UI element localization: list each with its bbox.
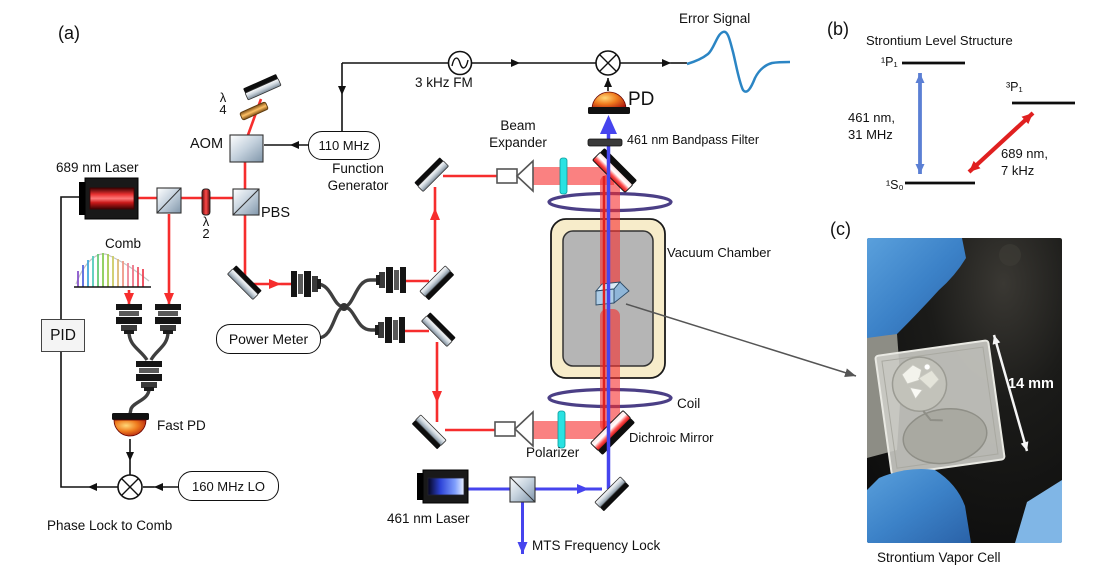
blue-arrowhead-pd	[600, 115, 617, 134]
mts-label: MTS Frequency Lock	[532, 538, 661, 553]
pbs-cube	[232, 188, 260, 216]
signal-wires	[60, 59, 687, 491]
pbs-label: PBS	[261, 205, 291, 221]
laser-689-label: 689 nm Laser	[56, 160, 139, 175]
lambda-half-top: λ	[202, 214, 210, 229]
mirror-bottom-fold	[412, 414, 447, 449]
fiber-coupler-pickoff	[155, 304, 181, 334]
half-waveplate-label: λ 2	[197, 214, 215, 241]
lo-oval: 160 MHz LO	[178, 471, 279, 501]
polarizer-icon	[557, 410, 566, 449]
beamsplitter-689	[156, 187, 182, 214]
laser-461-label: 461 nm Laser	[387, 511, 470, 526]
lambda-half-bottom: 2	[202, 226, 210, 241]
level-1s0-label: ¹S₀	[886, 178, 904, 192]
measure-arrow	[992, 334, 1029, 452]
fg-line2: Generator	[327, 177, 389, 193]
fm-label: 3 kHz FM	[415, 75, 473, 90]
blue-transition-label: 461 nm, 31 MHz	[848, 110, 895, 143]
aom-label: AOM	[190, 136, 224, 152]
beam-expander-top	[496, 159, 534, 193]
beam-expander-line1: Beam	[500, 118, 536, 133]
dichroic-label: Dichroic Mirror	[629, 430, 714, 445]
glove-bottom	[867, 469, 971, 543]
blue-transition-line2: 31 MHz	[848, 126, 893, 142]
glove-bottom-right	[1015, 480, 1062, 543]
red-transition-line2: 7 kHz	[1001, 162, 1035, 178]
pid-box: PID	[41, 319, 85, 352]
fast-pd-icon	[112, 413, 149, 437]
mirror-461-fold	[594, 476, 629, 511]
phase-lock-mixer-icon	[117, 474, 143, 500]
function-generator-label: Function Generator	[320, 161, 396, 194]
bandpass-filter-icon	[587, 138, 623, 147]
fiber-coupler-out-bottom	[375, 317, 405, 343]
photo-reflection	[999, 244, 1021, 266]
level-1p1-label: ¹P₁	[881, 55, 898, 69]
fiber-coupler-comb	[116, 304, 142, 334]
comb-spectrum	[74, 253, 151, 288]
mirror-pickoff	[227, 265, 262, 300]
beam-expander-line2: Expander	[489, 134, 547, 150]
fast-pd-label: Fast PD	[157, 418, 206, 433]
strontium-chunks	[901, 363, 940, 400]
glove-top	[867, 238, 966, 340]
level-structure-title: Strontium Level Structure	[866, 33, 1013, 48]
fiber-combiner	[136, 361, 162, 391]
dimension-label: 14 mm	[1008, 376, 1054, 392]
error-signal-curve	[686, 30, 791, 93]
red-transition-line1: 689 nm,	[1001, 146, 1048, 161]
pd-icon	[588, 91, 630, 114]
fg-line1: Function	[332, 161, 384, 176]
coil-label: Coil	[677, 396, 701, 411]
bandpass-label: 461 nm Bandpass Filter	[627, 133, 760, 147]
phase-lock-label: Phase Lock to Comb	[47, 518, 173, 533]
fiber-coupler-input	[291, 271, 321, 297]
vapor-cell-photo	[867, 238, 1062, 543]
function-generator-oval: 110 MHz	[308, 131, 380, 160]
fiber-splitter-knot	[340, 303, 348, 311]
beam-expander-label: Beam Expander	[480, 118, 556, 151]
blue-transition-line1: 461 nm,	[848, 110, 895, 125]
cell-pointer-arrow	[625, 303, 857, 378]
level-diagram	[902, 61, 1075, 185]
photo-caption: Strontium Vapor Cell	[877, 550, 1001, 565]
red-transition-label: 689 nm, 7 kHz	[1001, 146, 1048, 179]
power-meter-oval: Power Meter	[216, 324, 321, 354]
waveplate-top-icon	[559, 157, 568, 195]
lambda-quarter-top: λ	[219, 90, 227, 105]
fiber-coupler-out-top	[376, 267, 406, 293]
laser-689-icon	[79, 177, 139, 220]
pd-label: PD	[628, 89, 655, 110]
red-transition-arrow	[967, 111, 1035, 174]
beam-expander-bottom	[494, 410, 534, 448]
laser-461-icon	[417, 469, 469, 504]
half-waveplate-icon	[201, 188, 211, 216]
error-signal-label: Error Signal	[679, 11, 751, 26]
quarter-waveplate-icon	[239, 101, 269, 121]
mirror-top-fold	[414, 157, 449, 192]
mirror-aom-retro	[243, 74, 282, 101]
vacuum-chamber-label: Vacuum Chamber	[667, 245, 771, 260]
panel-b-tag: (b)	[827, 19, 849, 39]
comb-label: Comb	[105, 236, 142, 251]
glass-chip	[874, 339, 1006, 476]
mirror-down-right	[421, 312, 456, 347]
beamsplitter-461	[509, 476, 536, 503]
panel-a-tag: (a)	[58, 23, 80, 43]
panel-c-tag: (c)	[830, 219, 851, 239]
polarizer-label: Polarizer	[526, 445, 580, 460]
quarter-waveplate-label: λ 4	[214, 90, 232, 117]
fm-oscillator-icon	[447, 50, 473, 76]
aom-cube	[229, 134, 264, 163]
lambda-quarter-bottom: 4	[219, 102, 227, 117]
mixer-icon	[595, 50, 621, 76]
level-3p1-label: ³P₁	[1006, 80, 1023, 94]
mirror-up-right	[419, 265, 454, 300]
